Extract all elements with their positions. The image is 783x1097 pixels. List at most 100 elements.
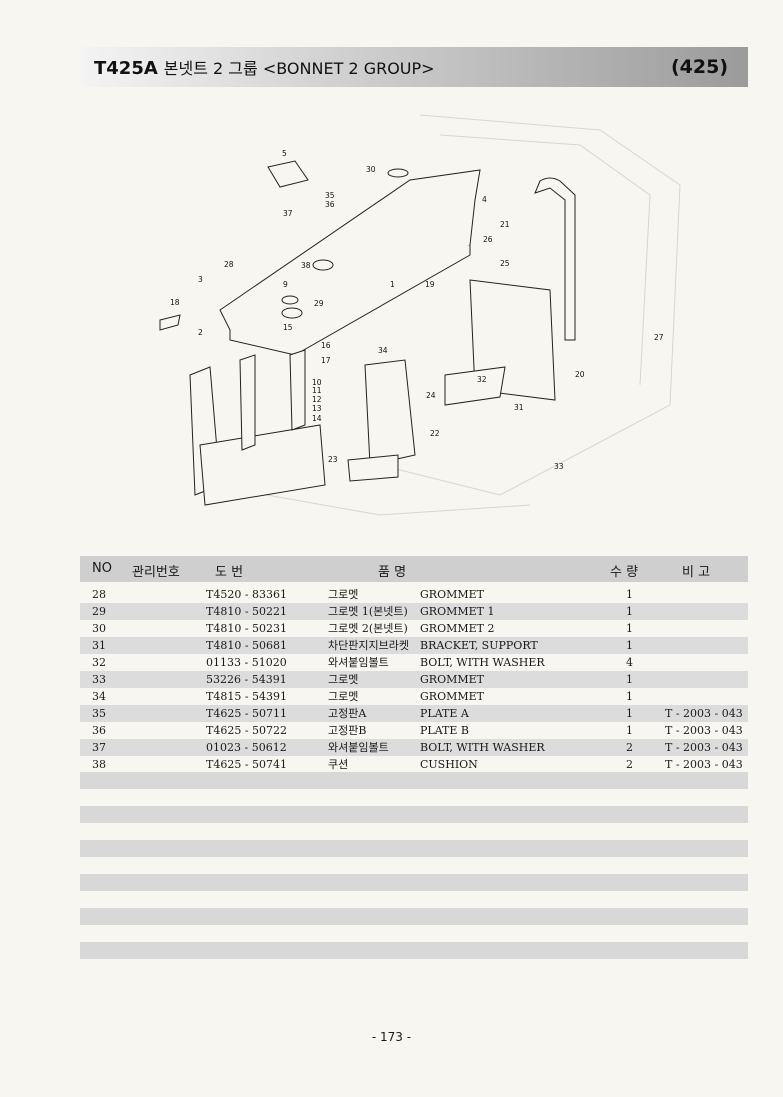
table-row: 28 T4520 - 83361 그로멧 GROMMET 1 [80, 586, 748, 603]
model-code: T425A [94, 58, 158, 79]
cell-name-ko: 그로멧 2(본넷트) [328, 622, 408, 635]
cell-qty: 1 [626, 622, 633, 635]
callout-label: 27 [654, 333, 664, 342]
cell-name-ko: 그로멧 [328, 588, 359, 601]
page-number: - 173 - [371, 1030, 412, 1044]
cell-qty: 1 [626, 707, 633, 720]
callout-label: 11 [312, 386, 322, 395]
empty-table-rows [80, 772, 748, 976]
cell-name-ko: 쿠션 [328, 758, 349, 771]
cell-name-en: GROMMET [420, 588, 484, 601]
table-row: 29 T4810 - 50221 그로멧 1(본넷트) GROMMET 1 1 [80, 603, 748, 620]
callout-label: 25 [500, 259, 510, 268]
cell-name-ko: 차단판지지브라켓 [328, 639, 409, 652]
cell-no: 32 [92, 656, 106, 669]
cell-qty: 1 [626, 588, 633, 601]
cell-part-no: T4810 - 50231 [206, 622, 288, 635]
cell-name-ko: 와셔붙임볼트 [328, 656, 389, 669]
empty-row [80, 772, 748, 789]
parts-table-header: NO 관리번호 도 번 품 명 수 량 비 고 [80, 556, 748, 582]
callout-label: 5 [282, 149, 287, 158]
cell-name-ko: 와셔붙임볼트 [328, 741, 389, 754]
cell-part-no: T4520 - 83361 [206, 588, 288, 601]
callout-label: 36 [325, 200, 335, 209]
table-row: 37 01023 - 50612 와셔붙임볼트 BOLT, WITH WASHE… [80, 739, 748, 756]
table-row: 36 T4625 - 50722 고정판B PLATE B 1 T - 2003… [80, 722, 748, 739]
cell-part-no: 01023 - 50612 [206, 741, 287, 754]
cell-name-en: PLATE A [420, 707, 469, 720]
col-qty: 수 량 [610, 565, 639, 580]
cell-part-no: T4810 - 50681 [206, 639, 288, 652]
callout-label: 26 [483, 235, 493, 244]
cell-no: 29 [92, 605, 106, 618]
cell-no: 36 [92, 724, 106, 737]
cell-name-ko: 그로멧 [328, 690, 359, 703]
callout-label: 4 [482, 195, 487, 204]
cell-name-en: GROMMET [420, 673, 484, 686]
cell-qty: 4 [626, 656, 633, 669]
bonnet-diagram-svg: 1 2 3 4 5 9 10 11 12 13 14 15 16 17 18 1… [159, 114, 681, 516]
callout-label: 17 [321, 356, 331, 365]
callout-label: 16 [321, 341, 331, 350]
callout-label: 3 [198, 275, 203, 284]
cell-part-no: T4625 - 50722 [206, 724, 288, 737]
cell-part-no: 01133 - 51020 [206, 656, 287, 669]
callout-label: 14 [312, 414, 322, 423]
cell-no: 28 [92, 588, 106, 601]
callout-label: 37 [283, 209, 293, 218]
cell-name-en: GROMMET 1 [420, 605, 495, 618]
cell-remark: T - 2003 - 043 [665, 758, 743, 771]
empty-row [80, 942, 748, 959]
cell-no: 35 [92, 707, 106, 720]
cell-no: 33 [92, 673, 106, 686]
callout-label: 9 [283, 280, 288, 289]
callout-label: 12 [312, 395, 322, 404]
cell-name-en: BRACKET, SUPPORT [420, 639, 538, 652]
cell-qty: 1 [626, 724, 633, 737]
callout-label: 31 [514, 403, 524, 412]
table-row: 34 T4815 - 54391 그로멧 GROMMET 1 [80, 688, 748, 705]
cell-part-no: T4625 - 50711 [206, 707, 288, 720]
cell-part-no: T4810 - 50221 [206, 605, 288, 618]
cell-qty: 2 [626, 758, 633, 771]
cell-no: 34 [92, 690, 106, 703]
cell-no: 31 [92, 639, 106, 652]
cell-remark: T - 2003 - 043 [665, 707, 743, 720]
callout-label: 24 [426, 391, 436, 400]
cell-name-en: BOLT, WITH WASHER [420, 656, 545, 669]
col-no: NO [92, 561, 112, 576]
callout-label: 35 [325, 191, 335, 200]
table-row: 33 53226 - 54391 그로멧 GROMMET 1 [80, 671, 748, 688]
callout-label: 13 [312, 404, 322, 413]
callout-label: 22 [430, 429, 440, 438]
group-title: 본넷트 2 그룹 <BONNET 2 GROUP> [163, 59, 435, 78]
cell-no: 30 [92, 622, 106, 635]
cell-part-no: T4625 - 50741 [206, 758, 288, 771]
cell-qty: 1 [626, 605, 633, 618]
callout-label: 32 [477, 375, 487, 384]
callout-label: 10 [312, 378, 322, 387]
cell-part-no: 53226 - 54391 [206, 673, 287, 686]
cell-name-en: GROMMET 2 [420, 622, 495, 635]
callout-label: 1 [390, 280, 395, 289]
cell-part-no: T4815 - 54391 [206, 690, 288, 703]
cell-remark: T - 2003 - 043 [665, 741, 743, 754]
cell-name-ko: 그로멧 1(본넷트) [328, 605, 408, 618]
callout-label: 29 [314, 299, 324, 308]
callout-label: 34 [378, 346, 388, 355]
cell-remark: T - 2003 - 043 [665, 724, 743, 737]
cell-name-en: GROMMET [420, 690, 484, 703]
callout-label: 30 [366, 165, 376, 174]
callout-label: 21 [500, 220, 510, 229]
callout-label: 23 [328, 455, 338, 464]
empty-row [80, 874, 748, 891]
cell-qty: 1 [626, 690, 633, 703]
cell-qty: 2 [626, 741, 633, 754]
page-title: T425A 본넷트 2 그룹 <BONNET 2 GROUP> [94, 55, 435, 79]
cell-name-en: CUSHION [420, 758, 478, 771]
callout-label: 28 [224, 260, 234, 269]
empty-row [80, 840, 748, 857]
parts-table-body: 28 T4520 - 83361 그로멧 GROMMET 1 29 T4810 … [80, 586, 748, 773]
callout-label: 15 [283, 323, 293, 332]
